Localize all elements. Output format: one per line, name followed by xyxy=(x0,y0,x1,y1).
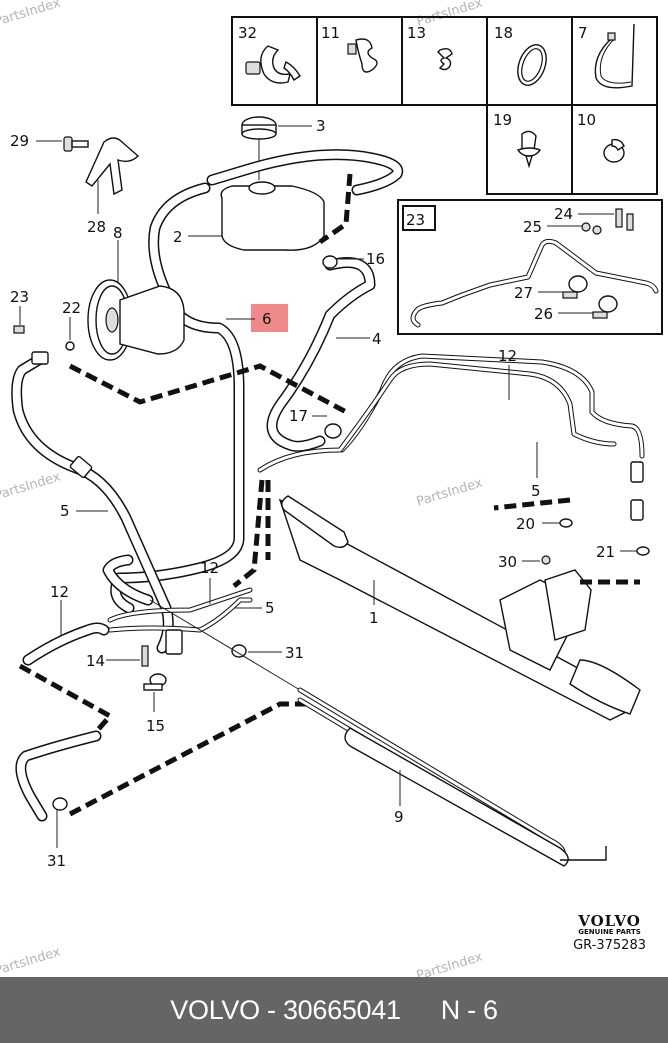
kit-box-32[interactable]: 32 xyxy=(238,24,301,84)
svg-text:10: 10 xyxy=(577,111,596,129)
svg-text:13: 13 xyxy=(407,24,426,42)
svg-text:1: 1 xyxy=(369,609,379,627)
kit-box-19[interactable]: 19 xyxy=(493,111,542,169)
part-30-bolt[interactable]: 30 xyxy=(498,553,551,571)
svg-text:4: 4 xyxy=(372,330,382,348)
svg-text:6: 6 xyxy=(262,310,272,328)
svg-text:23: 23 xyxy=(10,288,29,306)
svg-text:23: 23 xyxy=(406,211,425,229)
hose-clamp-icon xyxy=(603,138,625,163)
footer-part-number: 30665041 xyxy=(282,994,401,1025)
hose-clamp-bracket-icon xyxy=(245,45,301,84)
svg-text:12: 12 xyxy=(50,583,69,601)
drawing-code: GR-375283 xyxy=(573,938,646,953)
kit-box-10[interactable]: 10 xyxy=(577,111,625,163)
part-8-pump[interactable]: 8 xyxy=(87,224,185,361)
svg-text:32: 32 xyxy=(238,24,257,42)
push-clip-icon xyxy=(516,130,542,169)
pipe-clip-icon xyxy=(347,38,378,73)
svg-text:22: 22 xyxy=(62,299,81,317)
exploded-parts-diagram: PartsIndex PartsIndex PartsIndex PartsIn… xyxy=(0,0,663,977)
svg-text:24: 24 xyxy=(554,205,573,223)
svg-text:17: 17 xyxy=(289,407,308,425)
watermark: PartsIndex xyxy=(0,469,63,503)
svg-text:8: 8 xyxy=(113,224,123,242)
cable-tie-icon xyxy=(594,23,635,89)
footer-position: N - 6 xyxy=(440,994,498,1025)
svg-text:14: 14 xyxy=(86,652,105,670)
svg-text:25: 25 xyxy=(523,218,542,236)
part-31-clamp-upper[interactable]: 31 xyxy=(149,599,304,691)
brand-logo-subtext: GENUINE PARTS xyxy=(578,928,641,936)
svg-text:9: 9 xyxy=(394,808,404,826)
svg-text:18: 18 xyxy=(494,24,513,42)
part-15-bracket[interactable]: 15 xyxy=(143,673,167,735)
svg-text:5: 5 xyxy=(265,599,275,617)
svg-text:21: 21 xyxy=(596,543,615,561)
svg-text:12: 12 xyxy=(498,347,517,365)
part-28-bracket[interactable]: 28 xyxy=(85,137,140,236)
part-12-hose-left[interactable]: 12 xyxy=(22,583,110,666)
svg-text:11: 11 xyxy=(321,24,340,42)
part-3-cap[interactable]: 3 xyxy=(241,116,326,180)
spring-clip-icon xyxy=(437,47,453,71)
footer-brand: VOLVO xyxy=(170,994,260,1025)
svg-text:29: 29 xyxy=(10,132,29,150)
svg-text:5: 5 xyxy=(531,482,541,500)
svg-text:3: 3 xyxy=(316,117,326,135)
part-2-reservoir[interactable]: 2 xyxy=(173,181,325,251)
svg-text:26: 26 xyxy=(534,305,553,323)
watermark: PartsIndex xyxy=(0,0,63,30)
part-1-steering-rack[interactable]: 1 xyxy=(278,495,641,721)
watermark: PartsIndex xyxy=(0,944,63,977)
part-17-clamp[interactable]: 17 xyxy=(289,407,342,439)
part-31-clamp-lower[interactable]: 31 xyxy=(47,797,68,870)
part-5-pipe-left[interactable]: 5 xyxy=(11,351,174,654)
svg-text:28: 28 xyxy=(87,218,106,236)
hose-return xyxy=(110,149,404,614)
part-21-o-ring[interactable]: 21 xyxy=(596,543,650,561)
svg-text:5: 5 xyxy=(60,502,70,520)
part-6-highlight[interactable]: 6 xyxy=(226,304,288,332)
footer-bar: VOLVO - 30665041 N - 6 xyxy=(0,977,668,1043)
svg-text:30: 30 xyxy=(498,553,517,571)
svg-text:19: 19 xyxy=(493,111,512,129)
kit-box-grid xyxy=(231,16,658,195)
kit-box-18[interactable]: 18 xyxy=(494,24,551,89)
part-9-cooler[interactable]: 9 xyxy=(297,687,607,867)
part-22-washer[interactable]: 22 xyxy=(62,299,81,351)
svg-text:27: 27 xyxy=(514,284,533,302)
kit-box-7[interactable]: 7 xyxy=(578,23,635,89)
watermark: PartsIndex xyxy=(415,949,485,977)
o-ring-icon xyxy=(517,44,547,86)
svg-text:31: 31 xyxy=(47,852,66,870)
svg-text:2: 2 xyxy=(173,228,183,246)
part-14-bolt[interactable]: 14 xyxy=(86,645,149,670)
part-16-clamp[interactable]: 16 xyxy=(322,250,385,269)
part-29-bolt[interactable]: 29 xyxy=(10,132,89,152)
part-12-line-right[interactable]: 12 5 xyxy=(257,347,645,500)
svg-text:7: 7 xyxy=(578,24,588,42)
svg-text:15: 15 xyxy=(146,717,165,735)
brand-logo-text: VOLVO xyxy=(578,912,641,930)
kit-box-13[interactable]: 13 xyxy=(407,24,453,71)
part-20-o-ring[interactable]: 20 xyxy=(516,515,573,533)
watermark: PartsIndex xyxy=(415,475,485,509)
svg-text:20: 20 xyxy=(516,515,535,533)
inset-23[interactable]: 23 24 25 27 26 xyxy=(397,199,663,335)
footer-separator: - xyxy=(267,994,276,1025)
part-23-bolt[interactable]: 23 xyxy=(10,288,29,334)
volvo-genuine-parts-logo: VOLVO GENUINE PARTS GR-375283 xyxy=(573,912,646,953)
kit-box-11[interactable]: 11 xyxy=(321,24,378,73)
svg-text:16: 16 xyxy=(366,250,385,268)
svg-text:12: 12 xyxy=(200,559,219,577)
part-4-hose[interactable]: 4 xyxy=(266,257,382,452)
svg-text:31: 31 xyxy=(285,644,304,662)
